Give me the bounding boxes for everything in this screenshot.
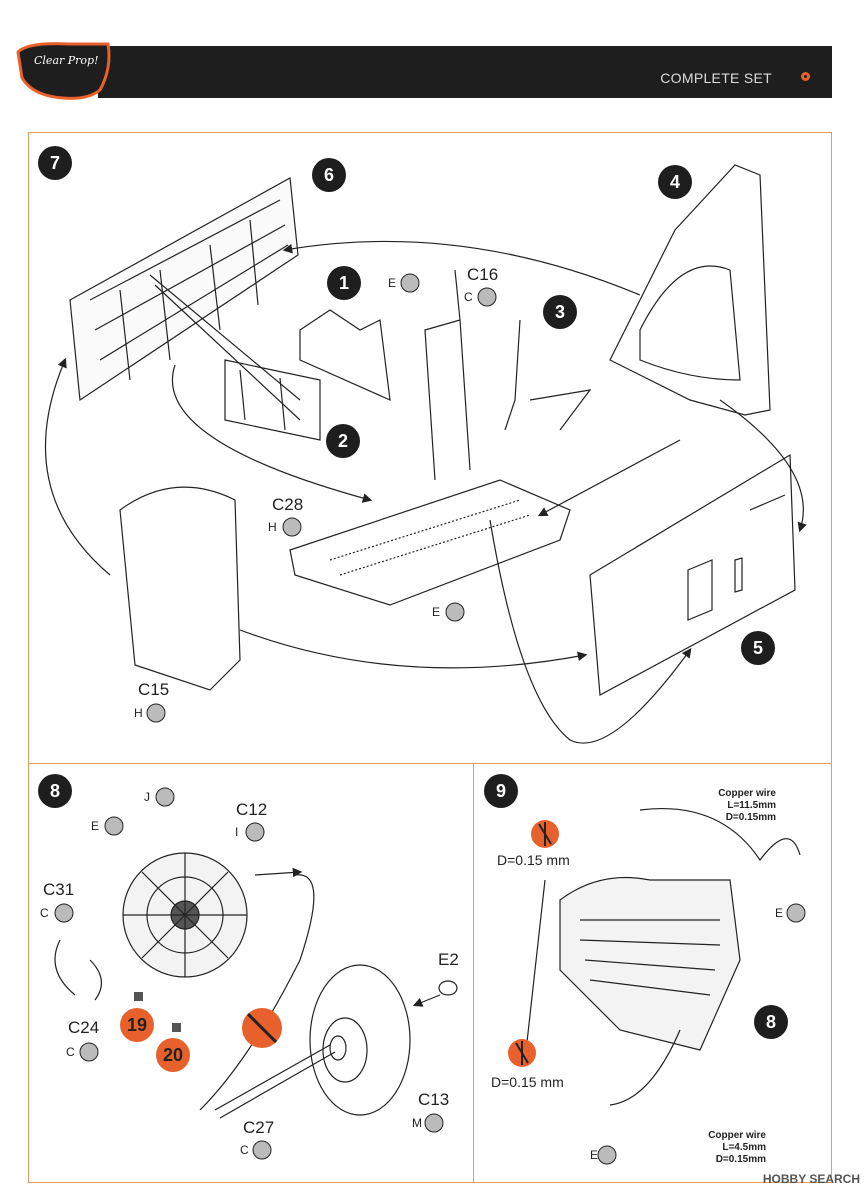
- step-badge-5: 5: [741, 631, 775, 665]
- paint-i-icon: [245, 822, 265, 842]
- part-label-c12: C12: [236, 800, 268, 819]
- part-label-c27: C27: [243, 1118, 275, 1137]
- logo-text: Clear Prop!: [34, 54, 99, 67]
- decal-swatch-icon: [134, 992, 143, 1001]
- paint-j-icon: [155, 787, 175, 807]
- step-badge-3: 3: [543, 295, 577, 329]
- watermark: HOBBY SEARCH: [762, 1172, 860, 1186]
- part-label-c31: C31: [43, 880, 75, 899]
- part-label-c16: C16: [467, 265, 499, 284]
- paint-e-icon: [597, 1145, 617, 1165]
- decal-badge-20: 20: [156, 1038, 190, 1072]
- part-2-pedals: [224, 359, 321, 441]
- logo-badge-icon: [16, 42, 111, 100]
- paint-h-icon: [282, 517, 302, 537]
- part-label-c13: C13: [418, 1090, 450, 1109]
- paint-letter-c: C: [464, 290, 473, 304]
- part-c13-disc: [309, 964, 411, 1116]
- header-bar: COMPLETE SET: [98, 46, 832, 98]
- paint-c-icon: [252, 1140, 272, 1160]
- paint-letter-c: C: [66, 1045, 75, 1059]
- copper-wire-note-short: Copper wire L=4.5mm D=0.15mm: [708, 1130, 766, 1165]
- header-dot-icon: [801, 72, 810, 81]
- part-1-bracket: [299, 309, 391, 401]
- part-c27-shaft: [214, 1044, 336, 1119]
- step-badge-6: 6: [312, 158, 346, 192]
- copper-wire-note-long: Copper wire L=11.5mm D=0.15mm: [718, 788, 776, 823]
- paint-letter-i: I: [235, 825, 239, 839]
- paint-e-icon: [104, 816, 124, 836]
- paint-c-icon: [79, 1042, 99, 1062]
- paint-e-icon: [786, 903, 806, 923]
- paint-letter-e: E: [91, 819, 100, 833]
- paint-h-icon: [146, 703, 166, 723]
- paint-letter-c: C: [240, 1143, 249, 1157]
- paint-letter-h: H: [134, 706, 143, 720]
- part-c28-floor: [289, 479, 571, 606]
- decal-swatch-icon: [172, 1023, 181, 1032]
- step-badge-2: 2: [326, 424, 360, 458]
- part-label-c28: C28: [272, 495, 304, 514]
- part-c15-bulkhead: [119, 486, 241, 691]
- header-title: COMPLETE SET: [660, 70, 772, 86]
- paint-c-icon: [477, 287, 497, 307]
- step-badge-1: 1: [327, 266, 361, 300]
- step-badge-8: 8: [38, 774, 72, 808]
- paint-letter-e: E: [388, 276, 397, 290]
- step-badge-9: 9: [484, 774, 518, 808]
- paint-m-icon: [424, 1113, 444, 1133]
- part-c16-rod: [424, 269, 471, 481]
- paint-letter-c: C: [40, 906, 49, 920]
- part-5-side: [589, 453, 796, 696]
- drill-diameter-label: D=0.15 mm: [491, 1074, 564, 1090]
- part-label-c15: C15: [138, 680, 170, 699]
- paint-letter-m: M: [412, 1116, 422, 1130]
- part-label-c24: C24: [68, 1018, 100, 1037]
- paint-e-icon: [400, 273, 420, 293]
- part-3-stick: [504, 319, 592, 431]
- part-4-seat: [609, 164, 771, 416]
- step-badge-4: 4: [658, 165, 692, 199]
- paint-letter-h: H: [268, 520, 277, 534]
- paint-letter-e: E: [432, 605, 441, 619]
- panel-step-9: [473, 763, 832, 1183]
- paint-e-icon: [445, 602, 465, 622]
- part-6-frame: [69, 177, 299, 402]
- paint-letter-e: E: [775, 906, 784, 920]
- page-header: COMPLETE SET Clear Prop!: [8, 38, 832, 102]
- drill-diameter-label: D=0.15 mm: [497, 852, 570, 868]
- brand-logo: Clear Prop!: [8, 38, 118, 102]
- paint-letter-j: J: [144, 790, 150, 804]
- step-badge-7: 7: [38, 146, 72, 180]
- decal-badge-19: 19: [120, 1008, 154, 1042]
- engine-side-view: [559, 876, 741, 1051]
- paint-letter-e: E: [590, 1148, 599, 1162]
- part-label-e2: E2: [438, 950, 459, 969]
- paint-c-icon: [54, 903, 74, 923]
- step-badge-8b: 8: [754, 1005, 788, 1039]
